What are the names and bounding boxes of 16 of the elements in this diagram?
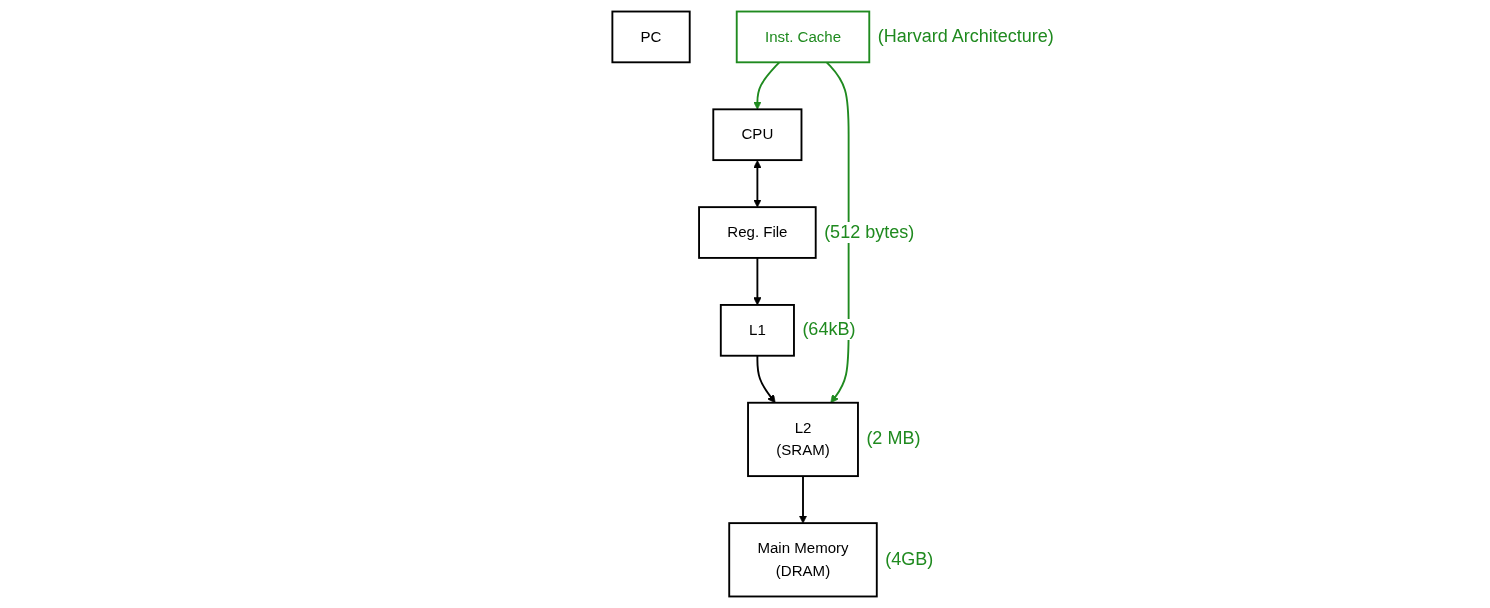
side-note: (512 bytes): [824, 221, 915, 243]
node-box: Inst. Cache: [736, 10, 871, 64]
arrow: [756, 354, 776, 404]
side-note: (2 MB): [866, 428, 921, 450]
node-box: Main Memory (DRAM): [728, 522, 879, 598]
node-box: Reg. File: [698, 206, 818, 259]
arrow: [826, 61, 850, 404]
node-box: CPU: [712, 108, 803, 162]
node-box: PC: [611, 10, 692, 64]
node-box: L2 (SRAM): [747, 401, 860, 478]
arrow: [753, 61, 781, 110]
arrow: [753, 257, 762, 306]
node-box: L1: [720, 304, 796, 357]
side-note: (64kB): [802, 319, 856, 341]
arrow: [753, 160, 762, 208]
arrow: [799, 475, 808, 524]
